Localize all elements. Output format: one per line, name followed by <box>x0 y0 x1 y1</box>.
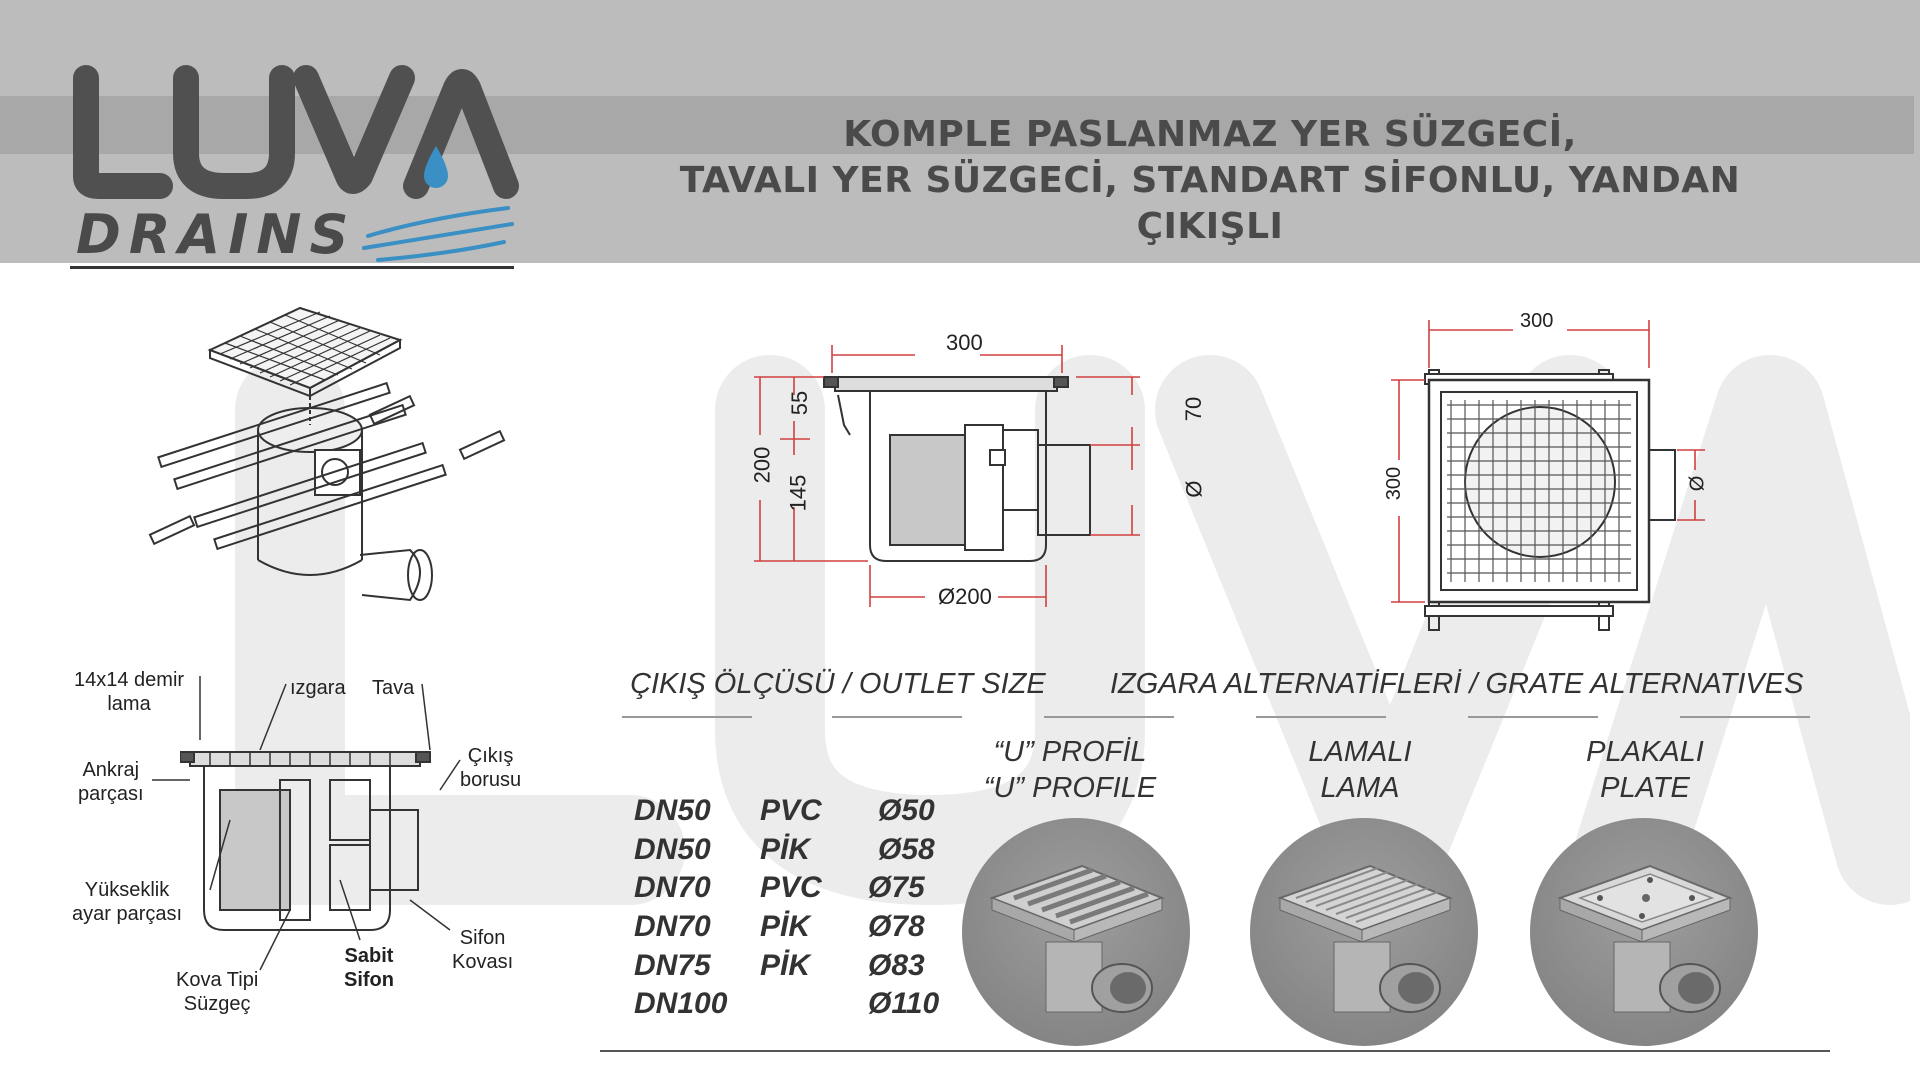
heading-rule-2 <box>832 716 962 718</box>
dim-top-view-top: 300 <box>1520 310 1554 332</box>
heading-rule-6 <box>1680 716 1810 718</box>
dim-top-view-outlet: Ø <box>1686 475 1709 492</box>
label-tava: Tava <box>372 677 415 699</box>
dim-side-upper: 55 <box>787 390 813 416</box>
dim-top-view-left: 300 <box>1383 466 1406 501</box>
page-title: KOMPLE PASLANMAZ YER SÜZGECİ, TAVALI YER… <box>640 112 1780 250</box>
svg-text:DRAINS: DRAINS <box>76 203 356 266</box>
dim-side-lower: 145 <box>785 474 811 512</box>
title-line-2: TAVALI YER SÜZGECİ, STANDART SİFONLU, YA… <box>679 160 1741 201</box>
dim-side-top: 300 <box>946 330 983 355</box>
plate-grate-photo <box>1530 818 1758 1046</box>
grate-alternatives-heading: IZGARA ALTERNATİFLERİ / GRATE ALTERNATIV… <box>1110 668 1804 700</box>
heading-rule-5 <box>1468 716 1598 718</box>
luva-drains-logo: DRAINS <box>73 65 519 266</box>
heading-rule-3 <box>1044 716 1174 718</box>
exploded-isometric-drawing <box>148 306 506 602</box>
heading-rule-4 <box>1256 716 1386 718</box>
side-view-dimension-drawing <box>754 345 1140 607</box>
u-profile-grate-photo <box>962 818 1190 1046</box>
outlet-size-heading: ÇIKIŞ ÖLÇÜSÜ / OUTLET SIZE <box>630 668 1046 700</box>
parts-leader-lines <box>152 676 461 971</box>
heading-rule-1 <box>622 716 752 718</box>
grate-label-u-profile: “U” PROFİL“U” PROFILE <box>983 736 1157 804</box>
dim-side-outlet: Ø <box>1181 480 1207 498</box>
dim-side-bottom: Ø200 <box>938 584 992 609</box>
dim-side-right-upper: 70 <box>1181 396 1207 422</box>
logo-underline <box>70 266 514 269</box>
top-view-dimension-drawing <box>1391 320 1705 631</box>
lamali-grate-photo <box>1250 818 1478 1046</box>
parts-section-drawing <box>180 751 431 931</box>
title-line-3: ÇIKIŞLI <box>1136 206 1284 247</box>
title-line-1: KOMPLE PASLANMAZ YER SÜZGECİ, <box>843 114 1577 155</box>
water-drop-icon <box>424 146 448 188</box>
label-izgara: ızgara <box>290 677 346 699</box>
bottom-rule <box>600 1050 1830 1052</box>
dim-side-left-total: 200 <box>749 446 775 484</box>
